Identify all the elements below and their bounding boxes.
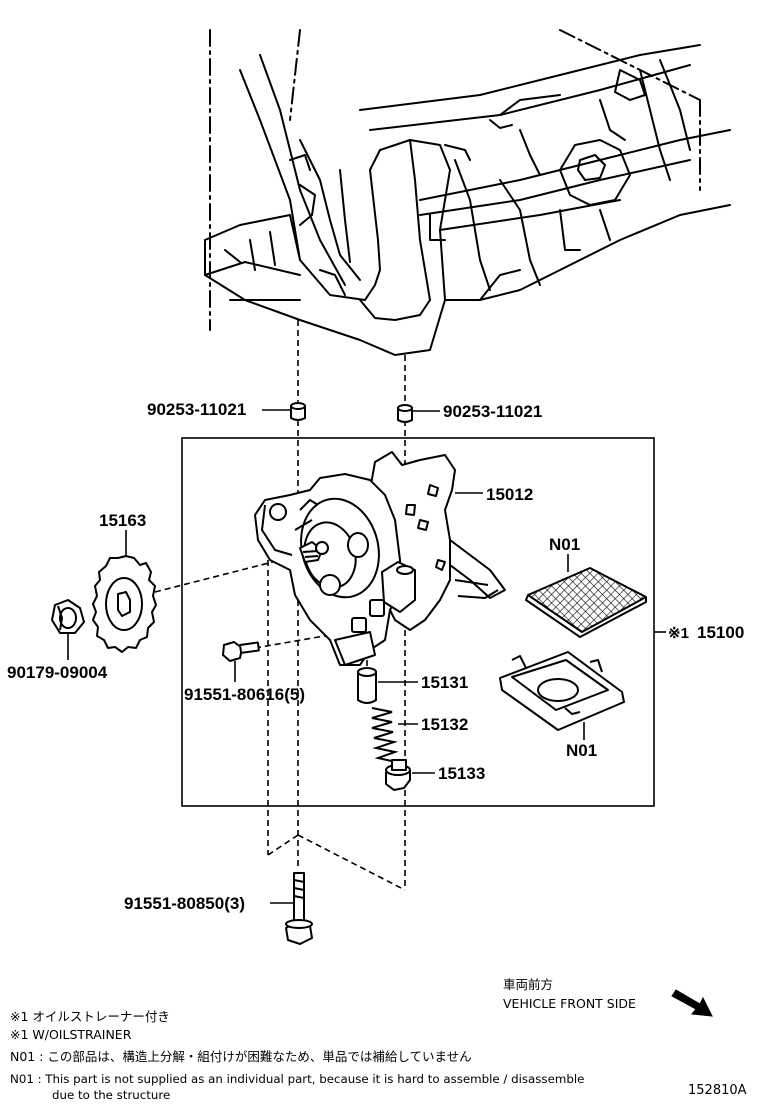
label-long-bolt: 91551-80850(3): [124, 894, 245, 913]
label-strainer-screen: N01: [549, 535, 580, 554]
sprocket-part: [92, 555, 157, 653]
label-sprocket: 15163: [99, 511, 146, 530]
spring-part: [371, 707, 399, 763]
vehicle-front-arrow-icon: [671, 989, 713, 1017]
oil-pump-assembly-frame: [181, 437, 655, 807]
label-plug: 15133: [438, 764, 485, 783]
note-strainer-jp: ※1 オイルストレーナー付き: [10, 1009, 170, 1024]
note-strainer-en: ※1 W/OILSTRAINER: [10, 1027, 132, 1042]
label-collar-left: 90253-11021: [147, 400, 246, 419]
collar-left-part: [290, 402, 306, 421]
note-n01-jp: N01 : この部品は、構造上分解・組付けが困難なため、単品では補給していません: [10, 1049, 472, 1064]
direction-label-en: VEHICLE FRONT SIDE: [503, 996, 636, 1011]
collar-right-part: [397, 404, 413, 423]
label-small-bolt: 91551-80616(5): [184, 685, 305, 704]
plug-part: [385, 759, 411, 791]
relief-valve-part: [357, 667, 377, 704]
strainer-screen-part: [525, 567, 647, 638]
label-strainer-cover: N01: [566, 741, 597, 760]
label-gasket: 15012: [486, 485, 533, 504]
label-spring: 15132: [421, 715, 468, 734]
strainer-cover-part: [499, 651, 625, 731]
label-assembly: 15100: [697, 623, 744, 642]
note-n01-en-line1: N01 : This part is not supplied as an in…: [10, 1072, 585, 1086]
direction-label-jp: 車両前方: [503, 977, 554, 992]
label-nut: 90179-09004: [7, 663, 108, 682]
label-relief-valve: 15131: [421, 673, 468, 692]
nut-part: [51, 599, 85, 634]
note-n01-en-line2: due to the structure: [52, 1088, 171, 1102]
small-bolt-part: [222, 641, 260, 662]
long-bolt-part: [285, 872, 313, 945]
label-assembly-marker: ※1: [668, 625, 689, 642]
oil-pump-body-illustration: [254, 451, 506, 666]
engine-block-illustration: [204, 29, 731, 356]
label-collar-right: 90253-11021: [443, 402, 542, 421]
illustration-id: 152810A: [688, 1083, 747, 1098]
